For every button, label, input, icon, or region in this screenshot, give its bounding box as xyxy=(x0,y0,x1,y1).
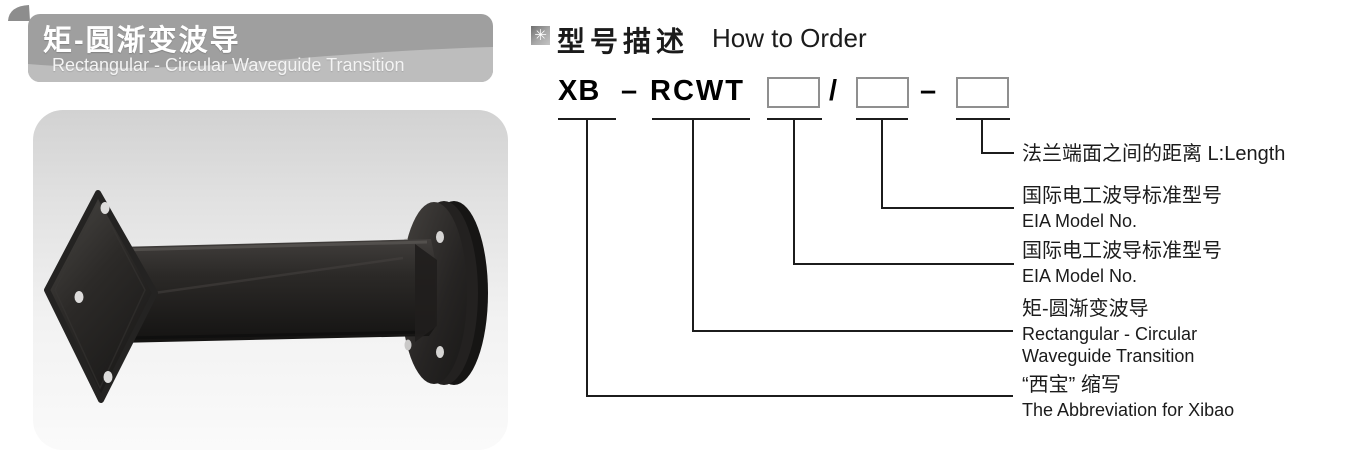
desc-length: 法兰端面之间的距离 L:Length xyxy=(1022,143,1285,166)
desc-eia-rectangular-zh: 国际电工波导标准型号 xyxy=(1022,240,1222,262)
desc-abbreviation-zh: “西宝” 缩写 xyxy=(1022,374,1121,396)
rect-flange-bolt-holes xyxy=(74,202,113,383)
banner-title-en: Rectangular - Circular Waveguide Transit… xyxy=(52,55,405,75)
desc-product-type-en2: Waveguide Transition xyxy=(1022,346,1195,366)
desc-product-type-en1: Rectangular - Circular xyxy=(1022,324,1198,344)
desc-abbreviation: “西宝” 缩写 The Abbreviation for Xibao xyxy=(1022,374,1234,421)
model-prefix: XB xyxy=(558,75,601,107)
desc-eia-rectangular-en: EIA Model No. xyxy=(1022,266,1138,286)
model-slash: / xyxy=(829,75,838,107)
model-code-box-1 xyxy=(767,77,820,108)
model-code-box-3 xyxy=(956,77,1009,108)
desc-product-type: 矩-圆渐变波导 Rectangular - Circular Waveguide… xyxy=(1022,298,1197,367)
section-title-zh: 型号描述 xyxy=(557,26,690,57)
desc-eia-circular: 国际电工波导标准型号 EIA Model No. xyxy=(1022,185,1222,232)
asterisk-icon: ✳ xyxy=(531,26,550,45)
banner: 矩-圆渐变波导 Rectangular - Circular Waveguide… xyxy=(28,14,493,82)
model-series: RCWT xyxy=(650,75,745,107)
section-title-en: How to Order xyxy=(712,23,867,53)
waveguide-transition-image xyxy=(44,190,488,403)
model-dash-2: – xyxy=(920,75,937,107)
desc-product-type-zh: 矩-圆渐变波导 xyxy=(1022,298,1149,320)
corner-accent-shape xyxy=(8,5,30,21)
transition-ridge xyxy=(132,256,404,298)
desc-eia-rectangular: 国际电工波导标准型号 EIA Model No. xyxy=(1022,240,1222,287)
product-photo xyxy=(33,110,508,450)
desc-eia-circular-en: EIA Model No. xyxy=(1022,211,1138,231)
desc-abbreviation-en: The Abbreviation for Xibao xyxy=(1022,400,1235,420)
desc-length-zh: 法兰端面之间的距离 L:Length xyxy=(1022,143,1286,165)
rect-flange xyxy=(44,190,158,403)
banner-background xyxy=(28,14,493,82)
model-code-box-2 xyxy=(856,77,909,108)
desc-eia-circular-zh: 国际电工波导标准型号 xyxy=(1022,185,1222,207)
model-dash-1: – xyxy=(621,75,638,107)
banner-title-zh: 矩-圆渐变波导 xyxy=(43,25,241,57)
